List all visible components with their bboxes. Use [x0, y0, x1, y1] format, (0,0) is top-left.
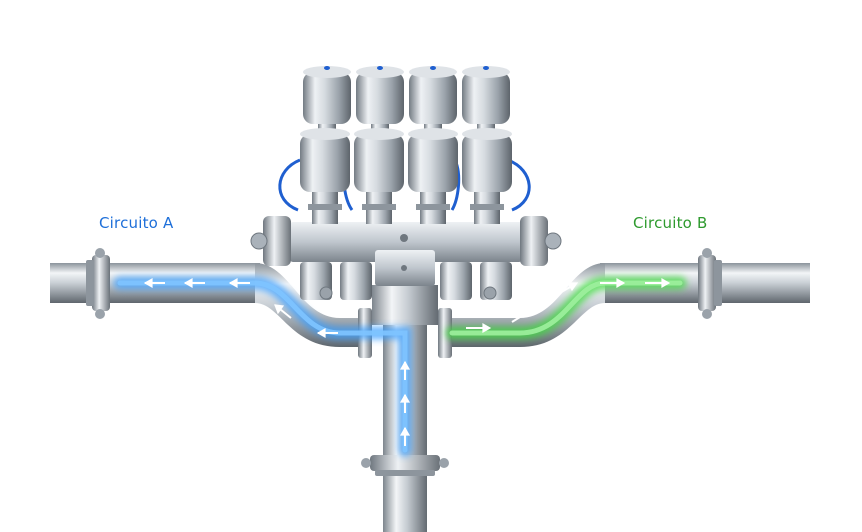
flow-circuit-a — [113, 276, 412, 457]
flow-arrows-circuit-b — [466, 277, 671, 334]
arrow-icon — [645, 277, 671, 289]
clamp-flange-bottom — [370, 455, 440, 471]
arrow-icon — [600, 277, 626, 289]
circuit-a-label: Circuito A — [99, 214, 174, 232]
arrow-icon — [399, 393, 411, 413]
valve-actuator-icon — [303, 66, 351, 134]
arrow-icon — [143, 277, 165, 289]
arrow-icon — [511, 308, 535, 323]
arrow-icon — [183, 277, 205, 289]
arrow-icon — [228, 277, 250, 289]
clamp-flange-right — [698, 255, 716, 311]
arrow-icon — [399, 360, 411, 380]
valve-actuator-icon — [356, 66, 404, 134]
arrow-icon — [274, 304, 292, 319]
circuit-b-label: Circuito B — [633, 214, 708, 232]
valve-actuator-icon — [409, 66, 457, 134]
valve-actuator-icon — [408, 128, 458, 224]
valve-actuator-icon — [462, 66, 510, 134]
valve-actuator-icon — [300, 128, 350, 224]
clamp-flange-left — [92, 255, 110, 311]
arrow-icon — [466, 322, 492, 334]
valve-actuator-icon — [354, 128, 404, 224]
valve-actuators — [300, 66, 512, 224]
flow-arrows-circuit-a — [143, 277, 411, 446]
valve-actuator-icon — [462, 128, 512, 224]
manifold-block — [250, 216, 562, 286]
arrow-icon — [555, 282, 579, 296]
arrow-icon — [316, 327, 338, 339]
arrow-icon — [399, 426, 411, 446]
lower-valve-bodies — [300, 262, 512, 300]
